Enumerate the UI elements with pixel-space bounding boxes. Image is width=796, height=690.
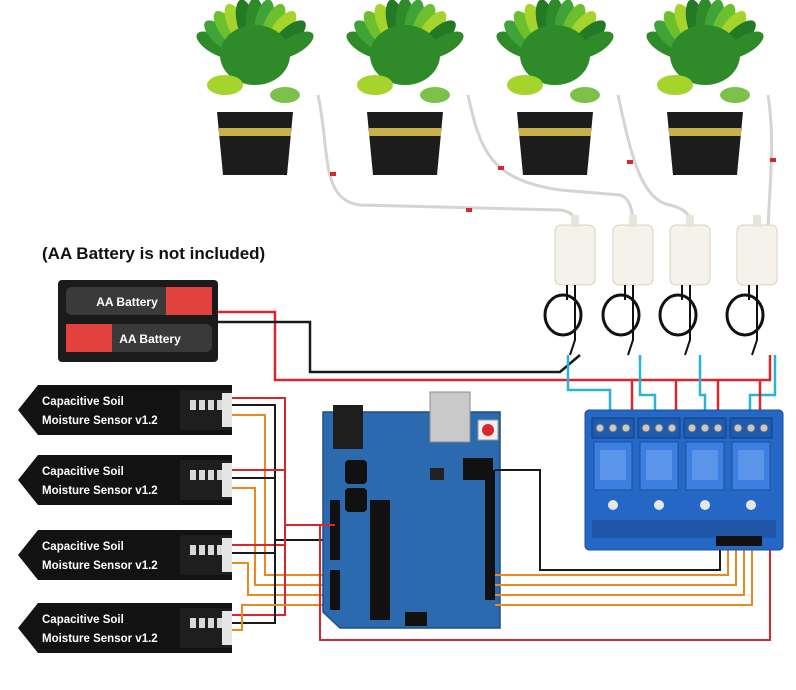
relay-module: [584, 409, 784, 551]
battery-label-2: AA Battery: [119, 332, 181, 346]
potted-plant: [646, 0, 764, 175]
pump-cable-coil: [658, 293, 698, 337]
relay-channel: [729, 417, 773, 535]
arduino-relay-wires: [319, 469, 771, 641]
potted-plant: [346, 0, 464, 175]
water-pump: [543, 215, 596, 356]
sensor-label-line2: Moisture Sensor v1.2: [42, 560, 158, 572]
pump-cable-coil: [601, 293, 641, 337]
indicator-led: [654, 500, 664, 510]
digital-header: [485, 470, 495, 600]
tube-markers: [330, 158, 776, 212]
foliage: [220, 25, 290, 85]
sensor-wires: [232, 397, 335, 631]
pump-cable-coil: [725, 293, 765, 337]
sensor-board: [18, 385, 232, 435]
pot: [517, 112, 593, 175]
microcontroller-chip: [370, 500, 390, 620]
sensor-board: [18, 603, 232, 653]
pumps-row: [543, 215, 778, 356]
sensor-label-line1: Capacitive Soil: [42, 396, 124, 408]
tube-2: [466, 94, 635, 229]
sensor-label-line2: Moisture Sensor v1.2: [42, 415, 158, 427]
sensor-board: [18, 530, 232, 580]
pot-band: [669, 128, 741, 136]
pot: [667, 112, 743, 175]
relay-input-header: [716, 536, 762, 546]
water-pump: [601, 215, 654, 356]
water-pump: [725, 215, 778, 356]
relay-channel: [637, 417, 681, 535]
indicator-led: [700, 500, 710, 510]
analog-header: [330, 570, 340, 610]
sensor-board: [18, 455, 232, 505]
sensor-label-line1: Capacitive Soil: [42, 541, 124, 553]
sensor-label-line2: Moisture Sensor v1.2: [42, 633, 158, 645]
plants-row: [196, 0, 764, 175]
pot: [367, 112, 443, 175]
pot-band: [219, 128, 291, 136]
power-jack: [333, 405, 363, 449]
pump-cable-coil: [543, 293, 583, 337]
reset-button: [482, 424, 494, 436]
battery-wires: [218, 310, 772, 382]
battery-label-1: AA Battery: [96, 295, 158, 309]
sensor-label-line1: Capacitive Soil: [42, 466, 124, 478]
battery-note: (AA Battery is not included): [42, 244, 266, 263]
potted-plant: [496, 0, 614, 175]
sensor-label-line1: Capacitive Soil: [42, 614, 124, 626]
arduino-board: [322, 391, 501, 629]
foliage: [670, 25, 740, 85]
pot: [217, 112, 293, 175]
water-pump: [658, 215, 711, 356]
sensor-label-line2: Moisture Sensor v1.2: [42, 485, 158, 497]
battery-holder: AA Battery AA Battery: [58, 280, 218, 362]
foliage: [370, 25, 440, 85]
usb-port: [429, 391, 471, 443]
potted-plant: [196, 0, 314, 175]
pot-band: [369, 128, 441, 136]
pot-band: [519, 128, 591, 136]
indicator-led: [608, 500, 618, 510]
power-header: [330, 500, 340, 560]
indicator-led: [746, 500, 756, 510]
foliage: [520, 25, 590, 85]
